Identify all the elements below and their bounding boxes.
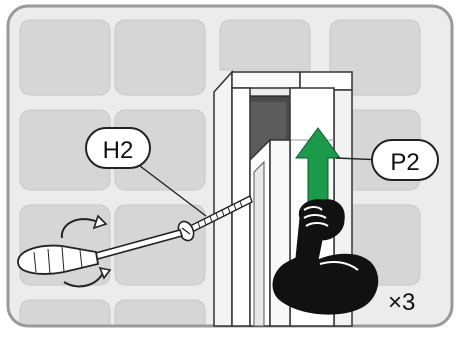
quantity-label: ×3 [388,289,415,316]
screw-label: H2 [103,137,134,164]
profile-label: P2 [390,149,419,176]
